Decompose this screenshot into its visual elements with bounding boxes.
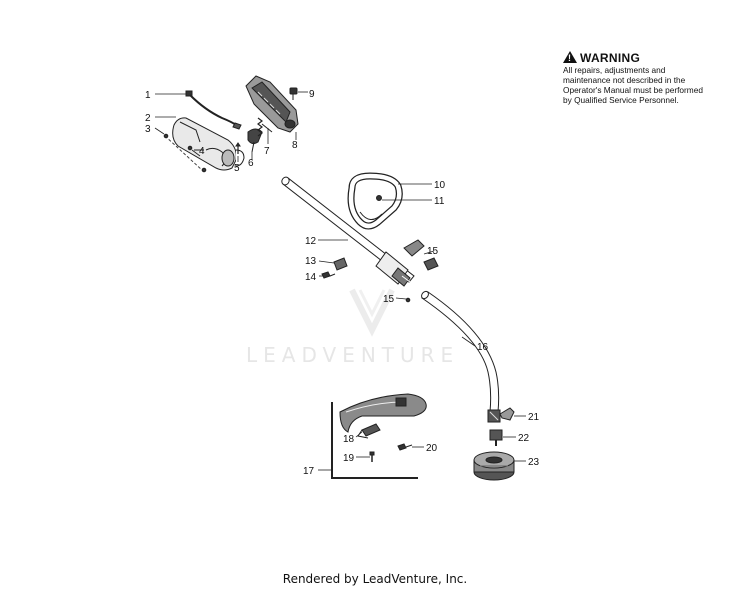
callout-4: 4 xyxy=(199,146,205,157)
callout-11: 11 xyxy=(434,196,445,207)
callout-15-lower: 15 xyxy=(383,294,395,305)
callout-22: 22 xyxy=(518,433,530,444)
part-2-housing xyxy=(172,117,245,171)
part-14-bolt xyxy=(321,271,336,279)
callout-18: 18 xyxy=(343,434,355,445)
part-5-pin xyxy=(235,142,241,154)
callout-14: 14 xyxy=(305,272,317,283)
part-21-clip xyxy=(499,407,515,421)
part-6-trigger xyxy=(247,128,263,153)
warning-notice: !WARNING All repairs, adjustments and ma… xyxy=(563,51,713,105)
part-7-spring xyxy=(257,117,273,137)
watermark-text: LEADVENTURE xyxy=(246,343,459,367)
callout-9: 9 xyxy=(309,89,315,100)
callout-1: 1 xyxy=(145,90,151,101)
part-18-blade xyxy=(357,423,381,439)
part-10-loop-handle xyxy=(347,172,403,230)
callout-8: 8 xyxy=(292,140,298,151)
warning-heading: !WARNING xyxy=(563,51,713,65)
part-23-trimmer-head xyxy=(473,451,515,481)
callout-2: 2 xyxy=(145,113,151,124)
callout-21: 21 xyxy=(528,412,540,423)
part-17-guard xyxy=(339,393,427,433)
part-19-screw xyxy=(369,451,375,462)
part-20-screw xyxy=(397,443,413,451)
callout-23: 23 xyxy=(528,457,540,468)
part-1-throttle-cable xyxy=(185,90,242,130)
callout-7: 7 xyxy=(264,146,270,157)
leadventure-watermark: LEADVENTURE xyxy=(246,288,459,367)
part-16-lower-shaft xyxy=(421,290,501,423)
part-15-knob xyxy=(403,239,439,303)
callout-3: 3 xyxy=(145,124,151,135)
part-8-handle xyxy=(245,75,299,133)
callout-6: 6 xyxy=(248,158,254,169)
warning-text: All repairs, adjustments and maintenance… xyxy=(563,65,703,105)
callout-15-upper: 15 xyxy=(427,246,439,257)
warning-triangle-icon: ! xyxy=(563,51,577,63)
callout-10: 10 xyxy=(434,180,446,191)
part-17-guard-frame xyxy=(331,402,418,479)
callout-19: 19 xyxy=(343,453,355,464)
part-13-clamp xyxy=(333,257,348,271)
callout-13: 13 xyxy=(305,256,317,267)
leader-lines xyxy=(154,91,526,471)
callout-20: 20 xyxy=(426,443,438,454)
part-12-upper-shaft xyxy=(281,176,415,287)
callout-labels: 1 2 3 4 5 6 7 8 9 10 11 12 13 14 15 15 1… xyxy=(145,89,540,477)
part-22-adapter xyxy=(489,429,503,446)
callout-12: 12 xyxy=(305,236,317,247)
callout-17: 17 xyxy=(303,466,315,477)
footer-credit: Rendered by LeadVenture, Inc. xyxy=(282,572,468,586)
part-4-screw xyxy=(187,145,193,151)
part-9-screw xyxy=(289,87,298,100)
callout-16: 16 xyxy=(477,342,489,353)
warning-title: WARNING xyxy=(580,51,641,65)
callout-5: 5 xyxy=(234,163,240,174)
part-3-screws xyxy=(163,133,207,173)
part-11-screw xyxy=(376,195,382,201)
